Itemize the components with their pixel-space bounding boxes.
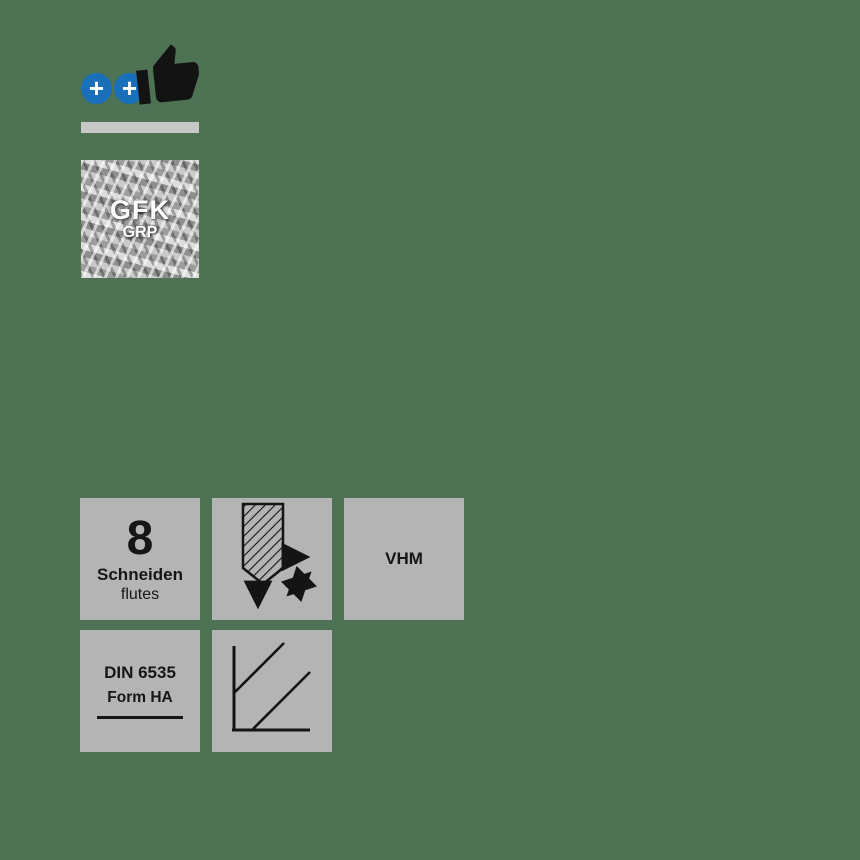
material-label-sub: GRP <box>122 224 158 242</box>
tile-flute-count: 8 Schneiden flutes <box>80 498 200 620</box>
tile-shank-form <box>212 630 332 752</box>
tile-carbide: VHM <box>344 498 464 620</box>
plus-circle-icon: + <box>81 73 112 104</box>
din-form-label: Form HA <box>107 689 173 707</box>
material-label-main: GFK <box>110 195 170 226</box>
flute-count-value: 8 <box>126 511 154 565</box>
din-norm-label: DIN 6535 <box>104 662 176 682</box>
quality-badge: + + <box>78 42 208 114</box>
shank-angle-lines-icon <box>232 642 311 732</box>
flute-label-en: flutes <box>120 585 160 603</box>
material-tile-gfk: GFK GRP <box>81 160 199 278</box>
tile-milling-directions <box>212 498 332 620</box>
flute-label-de: Schneiden <box>97 564 183 584</box>
carbide-label: VHM <box>385 549 423 568</box>
thumbs-up-icon <box>136 44 200 105</box>
divider-bar <box>81 122 199 133</box>
din-underline <box>97 716 183 720</box>
end-mill-with-direction-arrows-icon <box>241 502 318 610</box>
tile-din-norm: DIN 6535 Form HA <box>80 630 200 752</box>
